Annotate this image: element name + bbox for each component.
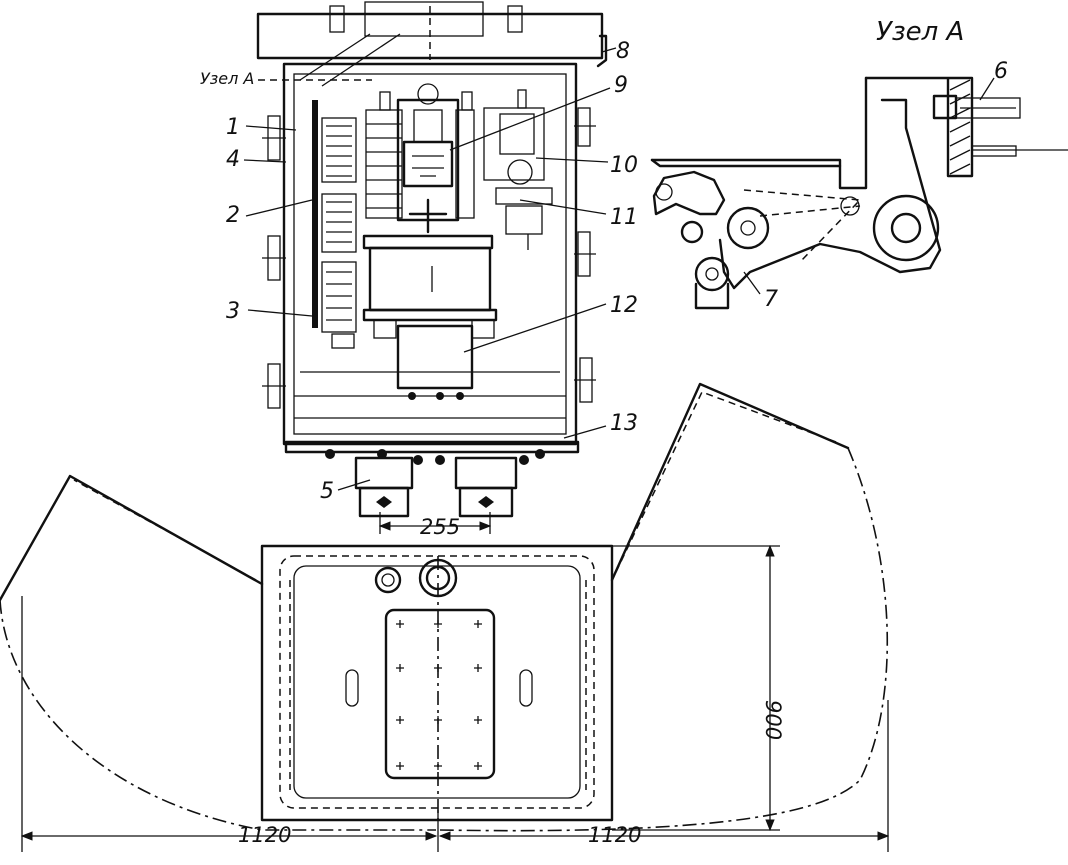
hinges-right bbox=[574, 107, 596, 403]
callout-7: 7 bbox=[764, 287, 778, 312]
dimension-lines bbox=[20, 512, 890, 852]
callout-13: 13 bbox=[610, 411, 638, 436]
door-sweeps bbox=[0, 382, 889, 832]
leader-lines bbox=[243, 47, 995, 491]
timer-relay bbox=[483, 89, 553, 250]
dim-height: 900 bbox=[761, 700, 785, 740]
callout-6: 6 bbox=[994, 59, 1008, 84]
base-bolts bbox=[325, 449, 545, 465]
callout-12: 12 bbox=[610, 293, 638, 318]
callout-4: 4 bbox=[226, 147, 240, 172]
callout-10: 10 bbox=[610, 153, 638, 178]
section-mark-label: Узел А bbox=[200, 69, 254, 88]
callout-5: 5 bbox=[320, 479, 334, 504]
relay-block bbox=[365, 91, 475, 219]
callout-9: 9 bbox=[614, 73, 628, 98]
callout-3: 3 bbox=[226, 299, 240, 324]
detail-node-a bbox=[650, 76, 1068, 310]
hinges-left bbox=[262, 115, 286, 409]
dim-spacing: 255 bbox=[420, 515, 460, 539]
cabinet-front-view bbox=[256, 1, 608, 518]
contactor bbox=[396, 83, 460, 234]
terminal-strip bbox=[312, 100, 357, 349]
callout-2: 2 bbox=[226, 203, 240, 228]
motor bbox=[362, 234, 498, 400]
cabinet-plan-view bbox=[260, 544, 614, 822]
dim-radius-right: 1120 bbox=[588, 823, 641, 847]
callout-1: 1 bbox=[226, 115, 240, 140]
callout-8: 8 bbox=[616, 39, 630, 64]
callout-11: 11 bbox=[610, 205, 638, 230]
detail-title: Узел А bbox=[876, 17, 964, 47]
plate-crosses bbox=[396, 620, 482, 770]
cable-glands bbox=[354, 456, 518, 518]
dim-radius-left: 1120 bbox=[238, 823, 291, 847]
